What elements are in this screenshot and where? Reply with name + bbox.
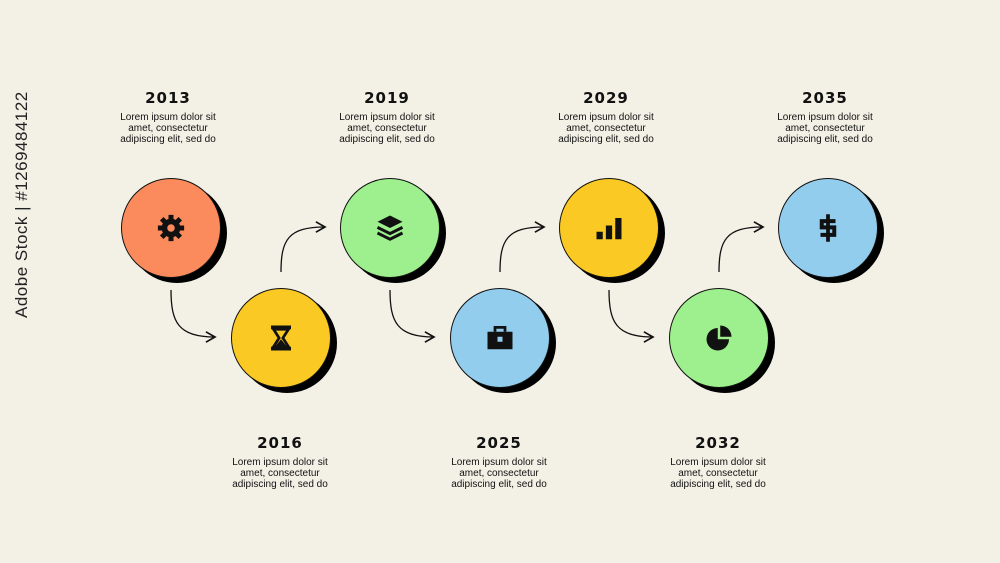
arrow-2025-2029 <box>499 221 546 273</box>
milestone-node-2025 <box>450 288 556 393</box>
milestone-description: Lorem ipsum dolor sit amet, consectetur … <box>558 112 654 145</box>
layers-icon <box>376 215 404 241</box>
milestone-circle <box>778 178 878 278</box>
pie-chart-icon <box>706 325 732 351</box>
arrow-2016-2019 <box>280 221 327 273</box>
arrow-2013-2016 <box>170 289 217 343</box>
milestone-year: 2035 <box>802 89 848 107</box>
milestone-node-2019 <box>340 178 446 283</box>
milestone-node-2013 <box>121 178 227 283</box>
milestone-label-2029: 2029 Lorem ipsum dolor sit amet, consect… <box>531 89 681 145</box>
milestone-circle <box>231 288 331 388</box>
milestone-label-2016: 2016 Lorem ipsum dolor sit amet, consect… <box>205 434 355 490</box>
arrow-2032-2035 <box>718 221 765 273</box>
stock-id-label: Adobe Stock | #1269484122 <box>12 91 31 318</box>
milestone-circle <box>669 288 769 388</box>
milestone-node-2016 <box>231 288 337 393</box>
milestone-label-2035: 2035 Lorem ipsum dolor sit amet, consect… <box>750 89 900 145</box>
milestone-node-2035 <box>778 178 884 283</box>
milestone-year: 2029 <box>583 89 629 107</box>
milestone-description: Lorem ipsum dolor sit amet, consectetur … <box>777 112 873 145</box>
gear-icon <box>157 214 185 242</box>
briefcase-icon <box>487 326 513 350</box>
milestone-description: Lorem ipsum dolor sit amet, consectetur … <box>120 112 216 145</box>
hourglass-icon <box>270 325 292 351</box>
milestone-description: Lorem ipsum dolor sit amet, consectetur … <box>339 112 435 145</box>
milestone-year: 2032 <box>695 434 741 452</box>
milestone-year: 2013 <box>145 89 191 107</box>
milestone-year: 2019 <box>364 89 410 107</box>
milestone-circle <box>340 178 440 278</box>
milestone-label-2025: 2025 Lorem ipsum dolor sit amet, consect… <box>424 434 574 490</box>
milestone-circle <box>121 178 221 278</box>
bar-chart-icon <box>596 218 622 240</box>
arrow-2029-2032 <box>608 289 655 343</box>
arrow-2019-2025 <box>389 289 436 343</box>
milestone-description: Lorem ipsum dolor sit amet, consectetur … <box>670 457 766 490</box>
milestone-label-2013: 2013 Lorem ipsum dolor sit amet, consect… <box>93 89 243 145</box>
dollar-icon <box>819 214 837 242</box>
milestone-circle <box>559 178 659 278</box>
milestone-circle <box>450 288 550 388</box>
milestone-year: 2016 <box>257 434 303 452</box>
milestone-year: 2025 <box>476 434 522 452</box>
milestone-label-2019: 2019 Lorem ipsum dolor sit amet, consect… <box>312 89 462 145</box>
milestone-node-2029 <box>559 178 665 283</box>
milestone-label-2032: 2032 Lorem ipsum dolor sit amet, consect… <box>643 434 793 490</box>
milestone-node-2032 <box>669 288 775 393</box>
milestone-description: Lorem ipsum dolor sit amet, consectetur … <box>232 457 328 490</box>
milestone-description: Lorem ipsum dolor sit amet, consectetur … <box>451 457 547 490</box>
